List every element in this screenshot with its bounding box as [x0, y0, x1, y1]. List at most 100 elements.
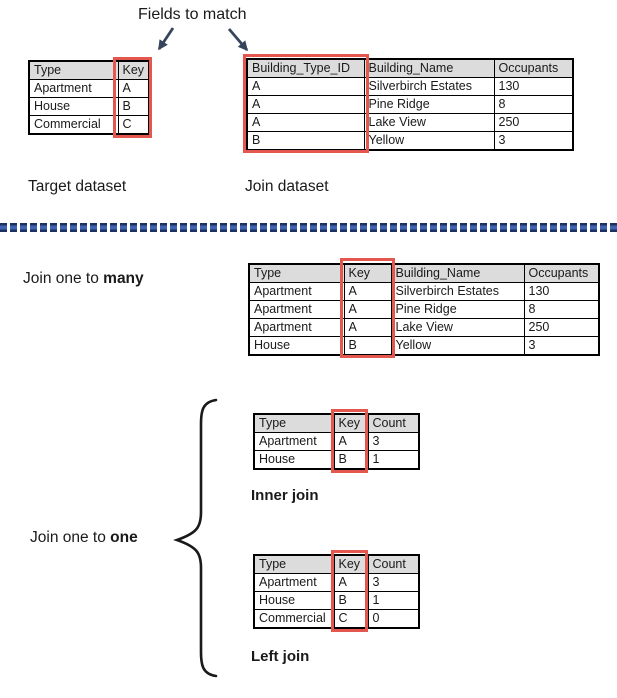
inner-join-label: Inner join — [251, 487, 319, 504]
table-cell: Pine Ridge — [363, 95, 495, 114]
table-cell: Lake View — [390, 318, 525, 337]
table-cell: A — [333, 573, 369, 592]
table-cell: Lake View — [363, 113, 495, 132]
table-cell: House — [248, 336, 345, 356]
arrow-to-target-key-icon — [157, 27, 175, 51]
join-dataset-label: Join dataset — [245, 178, 329, 195]
table-cell: Apartment — [248, 282, 345, 301]
table-cell: A — [343, 318, 392, 337]
table-cell: A — [246, 113, 365, 132]
table-cell: B — [333, 591, 369, 610]
table-cell: A — [246, 77, 365, 96]
table-cell: C — [117, 115, 150, 135]
join-one-to-many-prefix: Join one to — [23, 270, 104, 287]
table-cell: A — [343, 300, 392, 319]
table-cell: 130 — [493, 77, 574, 96]
table-cell: House — [253, 450, 335, 470]
target-dataset-label: Target dataset — [28, 178, 127, 195]
table-cell: B — [246, 131, 365, 151]
table-cell: B — [117, 97, 150, 116]
fields-to-match-title: Fields to match — [138, 6, 247, 23]
table-cell: 250 — [493, 113, 574, 132]
table-cell: Silverbirch Estates — [363, 77, 495, 96]
column-header: Key — [343, 263, 392, 283]
table-cell: Apartment — [248, 300, 345, 319]
column-header: Building_Type_ID — [246, 58, 365, 78]
left-join-label: Left join — [251, 648, 310, 665]
column-header: Building_Name — [390, 263, 525, 283]
arrow-to-join-key-icon — [227, 28, 249, 52]
column-header: Occupants — [493, 58, 574, 78]
table-cell: Pine Ridge — [390, 300, 525, 319]
join-one-to-one-emphasis: one — [110, 529, 138, 546]
join-one-to-many-label: Join one to many — [23, 270, 144, 288]
table-cell: 8 — [493, 95, 574, 114]
table-cell: 8 — [523, 300, 600, 319]
table-cell: Silverbirch Estates — [390, 282, 525, 301]
table-cell: 3 — [367, 432, 420, 451]
table-cell: 130 — [523, 282, 600, 301]
table-cell: Yellow — [390, 336, 525, 356]
table-cell: Yellow — [363, 131, 495, 151]
table-cell: 0 — [367, 609, 420, 629]
table-cell: Commercial — [253, 609, 335, 629]
table-cell: A — [343, 282, 392, 301]
curly-brace-icon — [173, 398, 218, 678]
table-cell: 1 — [367, 450, 420, 470]
table-cell: House — [253, 591, 335, 610]
table-cell: 250 — [523, 318, 600, 337]
column-header: Key — [333, 413, 369, 433]
table-cell: Apartment — [248, 318, 345, 337]
column-header: Type — [253, 413, 335, 433]
table-cell: 1 — [367, 591, 420, 610]
table-cell: 3 — [367, 573, 420, 592]
table-cell: 3 — [493, 131, 574, 151]
table-cell: A — [333, 432, 369, 451]
table-cell: B — [333, 450, 369, 470]
column-header: Type — [248, 263, 345, 283]
table-cell: Commercial — [28, 115, 119, 135]
table-cell: C — [333, 609, 369, 629]
table-cell: House — [28, 97, 119, 116]
column-header: Type — [28, 60, 119, 80]
table-cell: A — [117, 79, 150, 98]
column-header: Occupants — [523, 263, 600, 283]
table-cell: Apartment — [253, 573, 335, 592]
join-one-to-one-label: Join one to one — [30, 529, 138, 547]
column-header: Count — [367, 554, 420, 574]
table-cell: Apartment — [28, 79, 119, 98]
column-header: Count — [367, 413, 420, 433]
column-header: Building_Name — [363, 58, 495, 78]
join-one-to-one-prefix: Join one to — [30, 529, 111, 546]
table-cell: Apartment — [253, 432, 335, 451]
table-cell: 3 — [523, 336, 600, 356]
join-one-to-many-emphasis: many — [103, 270, 144, 287]
table-cell: A — [246, 95, 365, 114]
column-header: Key — [117, 60, 150, 80]
